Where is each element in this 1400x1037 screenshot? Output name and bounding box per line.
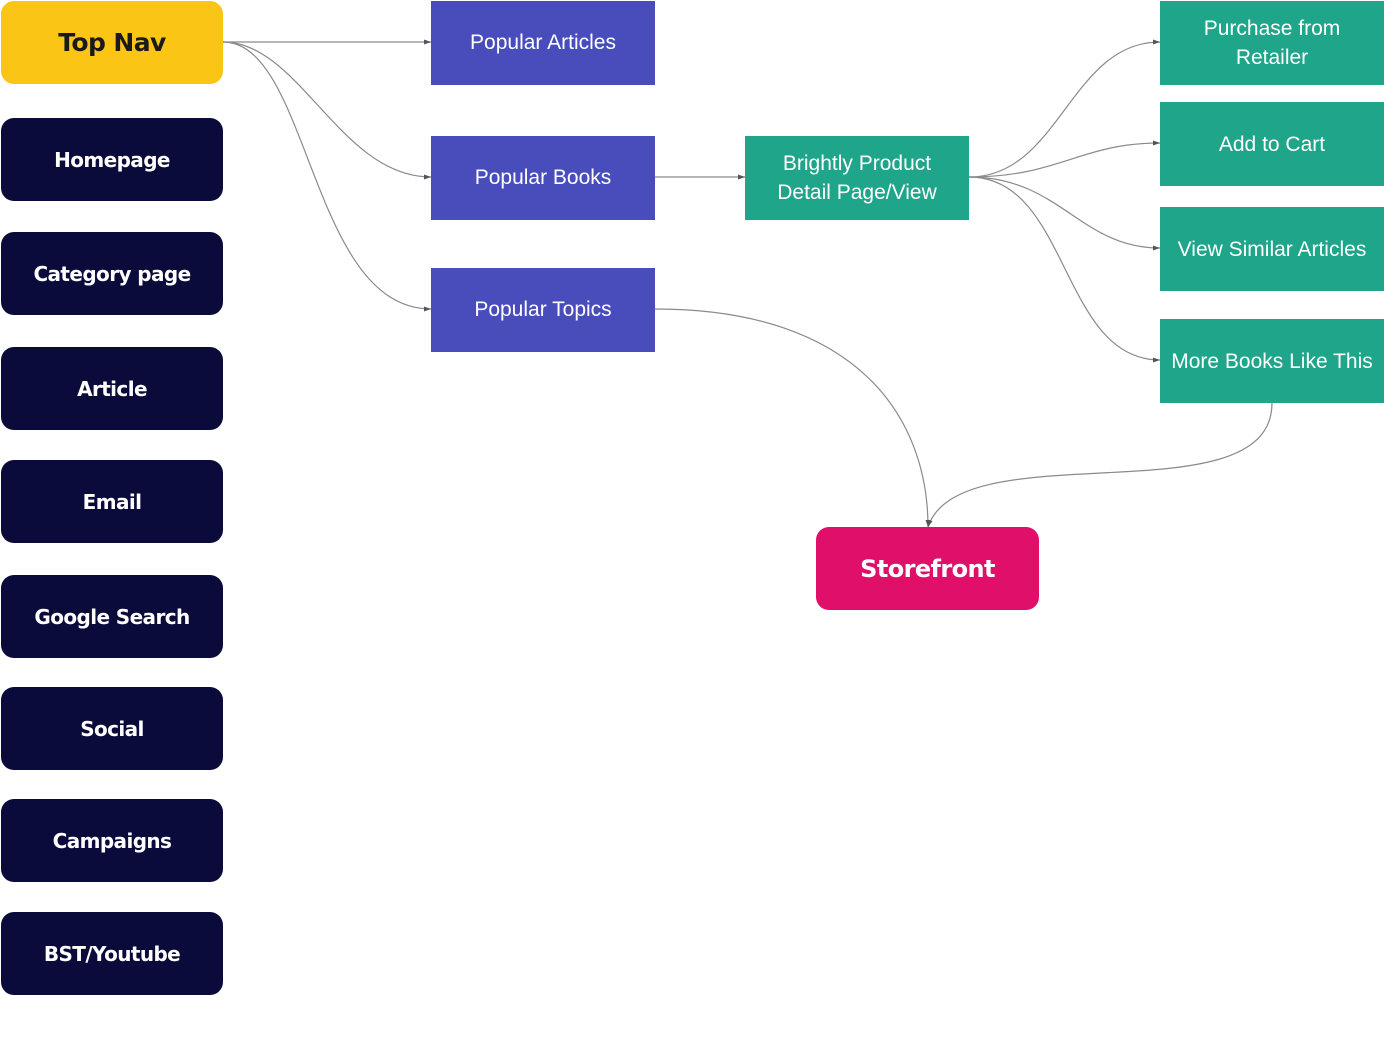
edge-product-detail-more-books [968,176,1161,363]
homepage-node[interactable]: Homepage [1,118,223,201]
google-search-node[interactable]: Google Search [1,575,223,658]
edge-product-detail-similar-articles [968,176,1161,251]
edge-more-books-storefront [927,402,1273,528]
email-node[interactable]: Email [1,460,223,543]
article-node[interactable]: Article [1,347,223,430]
popular-topics-node[interactable]: Popular Topics [431,268,655,352]
view-similar-articles-node[interactable]: View Similar Articles [1160,207,1384,291]
purchase-line-2: Retailer [1235,46,1309,69]
social-node[interactable]: Social [1,687,223,770]
bst-youtube-node[interactable]: BST/Youtube [1,912,223,995]
edge-topnav-popular-topics [222,41,432,312]
more-books-like-this-node[interactable]: More Books Like This [1160,319,1384,403]
edge-product-detail-add-to-cart [968,140,1161,178]
product-detail-line-2: Detail Page/View [777,181,937,204]
edge-popular-topics-storefront [654,308,931,528]
edge-product-detail-purchase [968,39,1161,178]
category-page-node[interactable]: Category page [1,232,223,315]
product-detail-node[interactable]: Brightly Product Detail Page/View [745,136,969,220]
purchase-from-retailer-node[interactable]: Purchase from Retailer [1160,1,1384,85]
popular-books-node[interactable]: Popular Books [431,136,655,220]
storefront-node[interactable]: Storefront [816,527,1039,610]
popular-articles-node[interactable]: Popular Articles [431,1,655,85]
campaigns-node[interactable]: Campaigns [1,799,223,882]
add-to-cart-node[interactable]: Add to Cart [1160,102,1384,186]
top-nav-node[interactable]: Top Nav [1,1,223,84]
edge-topnav-popular-books [222,41,432,180]
purchase-line-1: Purchase from [1203,17,1341,40]
product-detail-line-1: Brightly Product [782,152,932,175]
